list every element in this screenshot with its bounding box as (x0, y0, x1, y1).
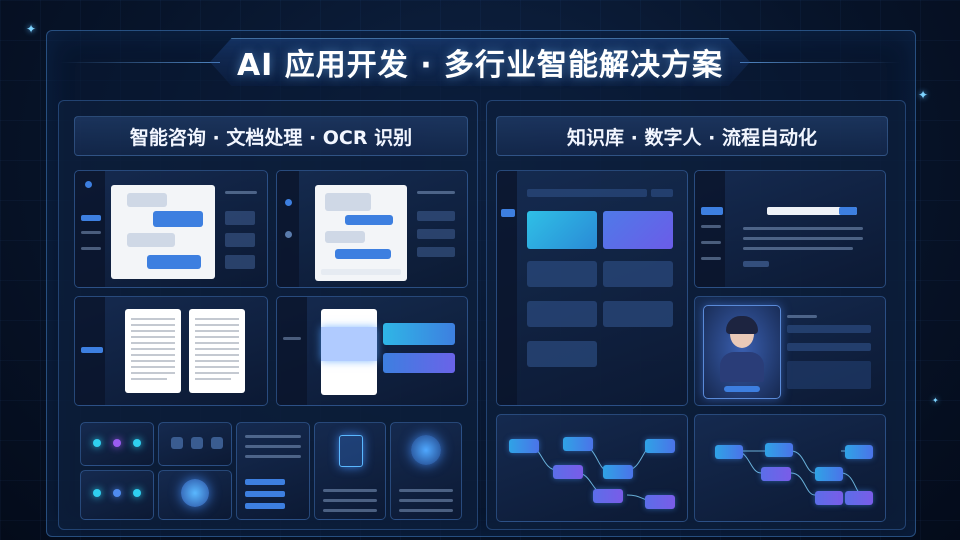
sparkle-icon: ✦ (26, 22, 37, 36)
document-processing-card[interactable] (74, 296, 268, 406)
tablet-icon (339, 435, 363, 467)
qa-input (767, 207, 857, 215)
knowledge-qa-card[interactable] (694, 170, 886, 288)
avatar (703, 305, 781, 399)
chat-app-card[interactable] (276, 170, 468, 288)
settings-list-card (236, 422, 310, 520)
ai-core-card (158, 470, 232, 520)
kb-search-input (527, 189, 647, 197)
status-lights-card (80, 422, 154, 466)
ocr-recognition-card[interactable] (276, 296, 468, 406)
user-icon (211, 437, 223, 449)
sparkle-icon: ✦ (932, 396, 939, 405)
status-lights-card (80, 470, 154, 520)
page-title: AI 应用开发 · 多行业智能解决方案 (236, 48, 724, 83)
user-icons-card (158, 422, 232, 466)
sparkle-icon: ✦ (918, 88, 929, 102)
scan-page (321, 309, 377, 395)
header: AI 应用开发 · 多行业智能解决方案 (210, 34, 750, 90)
cube-card (390, 422, 462, 520)
user-icon (191, 437, 203, 449)
section-title-left: 智能咨询 · 文档处理 · OCR 识别 (74, 116, 468, 156)
section-title-right: 知识库 · 数字人 · 流程自动化 (496, 116, 888, 156)
ai-core-icon (181, 479, 209, 507)
flow-automation-card[interactable] (496, 414, 688, 522)
digital-human-card[interactable] (694, 296, 886, 406)
device-card (314, 422, 386, 520)
knowledge-base-card[interactable] (496, 170, 688, 406)
user-icon (171, 437, 183, 449)
flow-automation-card[interactable] (694, 414, 886, 522)
scan-icon (321, 327, 377, 361)
chat-app-card[interactable] (74, 170, 268, 288)
cube-icon (411, 435, 441, 465)
